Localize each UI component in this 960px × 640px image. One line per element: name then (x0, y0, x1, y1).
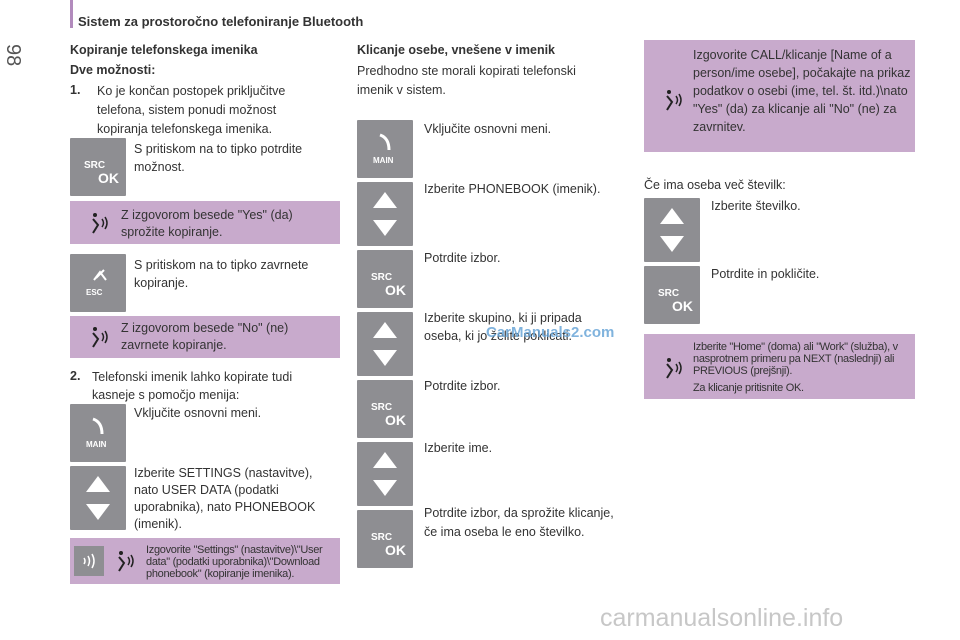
arrow-up-icon (373, 452, 397, 468)
main-menu-button[interactable]: MAIN (357, 120, 413, 178)
up-down-arrows-button[interactable] (357, 312, 413, 376)
ok-label: OK (385, 542, 406, 558)
menu-arrow-icon (92, 417, 104, 435)
voice-call-text: Izgovorite CALL/klicanje [Name of a pers… (693, 48, 911, 134)
section-heading-copy-phonebook: Kopiranje telefonskega imenika (70, 43, 258, 57)
voice-command-icon (118, 551, 134, 572)
phone-hangup-icon (93, 269, 107, 281)
voice-home-work-text: Izberite "Home" (doma) ali "Work" (služb… (693, 341, 898, 377)
item1-text: Ko je končan postopek priključitve telef… (97, 84, 286, 136)
voice-command-icon (666, 358, 682, 379)
ok-label: OK (385, 412, 406, 428)
esc-step-text: S pritiskom na to tipko zavrnete kopiran… (134, 258, 309, 290)
watermark-text: CarManuals2.com (486, 324, 615, 341)
esc-label: ESC (86, 288, 103, 297)
up-down-arrows-button[interactable] (70, 466, 126, 530)
select-number-text: Izberite številko. (711, 199, 801, 213)
confirm-call-text: Potrdite in pokličite. (711, 267, 820, 281)
src-label: SRC (371, 272, 393, 283)
item-number-2: 2. (70, 369, 81, 383)
call-step-4: Izberite skupino, ki ji pripada oseba, k… (424, 311, 582, 343)
item-number-1: 1. (70, 83, 81, 97)
voice-command-icon (92, 327, 108, 348)
voice-command-icon (92, 213, 108, 234)
voice-settings-text: Izgovorite "Settings" (nastavitve)\"User… (146, 544, 323, 580)
menu-arrow-icon (379, 133, 391, 151)
arrow-down-icon (373, 480, 397, 496)
voice-button (74, 546, 104, 576)
ok-label: OK (672, 298, 693, 314)
voice-command-home-work: Izberite "Home" (doma) ali "Work" (služb… (644, 334, 915, 399)
voice-command-icon (666, 90, 682, 111)
main-label: MAIN (373, 156, 394, 165)
footer-website-mark: carmanualsonline.info (600, 604, 844, 632)
item2-text: Telefonski imenik lahko kopirate tudi ka… (92, 370, 293, 402)
arrow-down-icon (373, 220, 397, 236)
src-ok-button[interactable]: SRC OK (357, 250, 413, 308)
up-down-arrows-button[interactable] (357, 442, 413, 506)
src-label: SRC (84, 160, 106, 171)
esc-button[interactable]: ESC (70, 254, 126, 312)
arrow-up-icon (373, 192, 397, 208)
arrow-up-icon (86, 476, 110, 492)
sound-waves-icon (83, 553, 95, 569)
src-ok-button[interactable]: SRC OK (70, 138, 126, 196)
up-down-arrows-button[interactable] (357, 182, 413, 246)
call-step-7: Potrdite izbor, da sprožite klicanje, če… (424, 506, 614, 539)
arrow-up-icon (660, 208, 684, 224)
voice-command-yes: Z izgovorom besede "Yes" (da) sprožite k… (70, 201, 340, 244)
call-step-1: Vključite osnovni meni. (424, 122, 552, 136)
section-heading-call-person: Klicanje osebe, vnešene v imenik (357, 43, 556, 57)
call-step-6: Izberite ime. (424, 441, 493, 455)
arrows-step-text: Izberite SETTINGS (nastavitve), nato USE… (134, 466, 316, 531)
arrow-down-icon (660, 236, 684, 252)
src-label: SRC (371, 402, 393, 413)
src-label: SRC (371, 532, 393, 543)
page-header-title: Sistem za prostoročno telefoniranje Blue… (78, 14, 364, 29)
voice-command-call: Izgovorite CALL/klicanje [Name of a pers… (644, 40, 915, 152)
src-ok-button[interactable]: SRC OK (644, 266, 700, 324)
arrow-down-icon (86, 504, 110, 520)
src-ok-button[interactable]: SRC OK (357, 510, 413, 568)
call-step-3: Potrdite izbor. (424, 251, 501, 265)
main-menu-button[interactable]: MAIN (70, 404, 126, 462)
page-number: 98 (2, 44, 24, 67)
header-accent-bar (70, 0, 73, 28)
voice-command-no: Z izgovorom besede "No" (ne) zavrnete ko… (70, 316, 340, 358)
src-label: SRC (658, 288, 680, 299)
voice-no-text: Z izgovorom besede "No" (ne) zavrnete ko… (121, 321, 289, 352)
up-down-arrows-button[interactable] (644, 198, 700, 262)
main-label: MAIN (86, 440, 107, 449)
voice-yes-text: Z izgovorom besede "Yes" (da) sprožite k… (121, 208, 293, 239)
call-step-2: Izberite PHONEBOOK (imenik). (424, 182, 601, 196)
src-ok-button[interactable]: SRC OK (357, 380, 413, 438)
arrow-up-icon (373, 322, 397, 338)
options-subheading: Dve možnosti: (70, 63, 156, 77)
arrow-down-icon (373, 350, 397, 366)
multiple-numbers-text: Če ima oseba več številk: (644, 178, 786, 192)
ok-label: OK (98, 170, 119, 186)
ok-label: OK (385, 282, 406, 298)
src-step-text: S pritiskom na to tipko potrdite možnost… (134, 142, 303, 174)
voice-command-settings: Izgovorite "Settings" (nastavitve)\"User… (70, 538, 340, 584)
voice-press-ok-text: Za klicanje pritisnite OK. (693, 382, 804, 394)
main-step-text: Vključite osnovni meni. (134, 406, 262, 420)
call-intro-text: Predhodno ste morali kopirati telefonski… (357, 64, 576, 97)
call-step-5: Potrdite izbor. (424, 379, 501, 393)
